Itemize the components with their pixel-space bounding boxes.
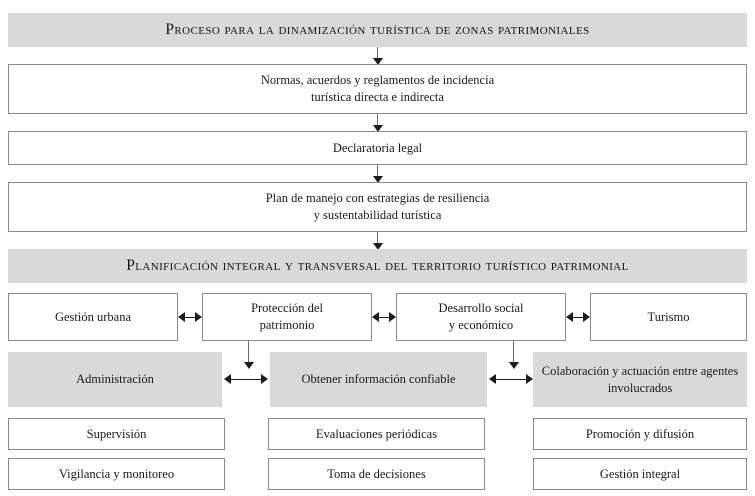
header-band-process: Proceso para la dinamización turística d… bbox=[8, 13, 747, 47]
connector-arrowhead-action-1-left bbox=[224, 374, 231, 384]
connector-line-3 bbox=[377, 165, 378, 178]
connector-arrowhead-drop-left bbox=[244, 362, 254, 369]
task-box-gestion-integral: Gestión integral bbox=[533, 458, 747, 490]
task-box-toma-decisiones: Toma de decisiones bbox=[268, 458, 485, 490]
task-box-vigilancia: Vigilancia y monitoreo bbox=[8, 458, 225, 490]
connector-arrowhead-action-2-right bbox=[526, 374, 533, 384]
connector-arrowhead-pillar-1-right bbox=[195, 312, 202, 322]
connector-line-drop-left bbox=[248, 341, 249, 364]
process-box-normas: Normas, acuerdos y reglamentos de incide… bbox=[8, 64, 747, 114]
task-box-supervision-label: Supervisión bbox=[86, 426, 147, 441]
connector-arrowhead-drop-right bbox=[509, 362, 519, 369]
task-box-evaluaciones-label: Evaluaciones periódicas bbox=[315, 426, 438, 441]
header-band-planificacion: Planificación integral y transversal del… bbox=[8, 249, 747, 283]
process-box-declaratoria: Declaratoria legal bbox=[8, 131, 747, 165]
pillar-box-turismo-label: Turismo bbox=[647, 309, 690, 324]
connector-arrowhead-action-2-left bbox=[489, 374, 496, 384]
connector-line-pillar-3 bbox=[570, 317, 586, 318]
connector-arrowhead-2 bbox=[373, 125, 383, 132]
task-box-evaluaciones: Evaluaciones periódicas bbox=[268, 418, 485, 450]
action-box-obtener-informacion-label: Obtener información confiable bbox=[301, 372, 456, 387]
connector-line-pillar-1 bbox=[182, 317, 198, 318]
connector-arrowhead-pillar-3-right bbox=[583, 312, 590, 322]
task-box-vigilancia-label: Vigilancia y monitoreo bbox=[58, 466, 175, 481]
process-box-normas-label: Normas, acuerdos y reglamentos de incide… bbox=[260, 73, 495, 104]
action-box-administracion: Administración bbox=[8, 352, 222, 407]
connector-line-action-2 bbox=[496, 379, 526, 380]
pillar-box-gestion-urbana: Gestión urbana bbox=[8, 293, 178, 341]
connector-arrowhead-pillar-3-left bbox=[566, 312, 573, 322]
connector-arrowhead-1 bbox=[373, 58, 383, 65]
process-box-declaratoria-label: Declaratoria legal bbox=[332, 140, 423, 155]
connector-line-pillar-2 bbox=[376, 317, 392, 318]
task-box-promocion-label: Promoción y difusión bbox=[585, 426, 695, 441]
task-box-gestion-integral-label: Gestión integral bbox=[599, 466, 681, 481]
connector-line-drop-right bbox=[513, 341, 514, 364]
connector-arrowhead-pillar-2-left bbox=[372, 312, 379, 322]
task-box-promocion: Promoción y difusión bbox=[533, 418, 747, 450]
connector-arrowhead-pillar-1-left bbox=[178, 312, 185, 322]
connector-arrowhead-action-1-right bbox=[261, 374, 268, 384]
pillar-box-gestion-urbana-label: Gestión urbana bbox=[54, 309, 132, 324]
connector-line-1 bbox=[377, 47, 378, 60]
connector-arrowhead-4 bbox=[373, 243, 383, 250]
task-box-toma-decisiones-label: Toma de decisiones bbox=[327, 466, 426, 481]
connector-arrowhead-pillar-2-right bbox=[389, 312, 396, 322]
pillar-box-proteccion-patrimonio-label: Protección del patrimonio bbox=[251, 301, 323, 332]
connector-line-4 bbox=[377, 232, 378, 245]
pillar-box-proteccion-patrimonio: Protección del patrimonio bbox=[202, 293, 372, 341]
connector-arrowhead-3 bbox=[373, 176, 383, 183]
connector-line-2 bbox=[377, 114, 378, 127]
process-box-plan-manejo-label: Plan de manejo con estrategias de resili… bbox=[265, 191, 490, 222]
action-box-colaboracion-label: Colaboración y actuación entre agentes i… bbox=[541, 363, 739, 395]
pillar-box-turismo: Turismo bbox=[590, 293, 747, 341]
process-box-plan-manejo: Plan de manejo con estrategias de resili… bbox=[8, 182, 747, 232]
pillar-box-desarrollo-social: Desarrollo social y económico bbox=[396, 293, 566, 341]
header-band-process-label: Proceso para la dinamización turística d… bbox=[165, 20, 590, 38]
action-box-colaboracion: Colaboración y actuación entre agentes i… bbox=[533, 352, 747, 407]
task-box-supervision: Supervisión bbox=[8, 418, 225, 450]
header-band-planificacion-label: Planificación integral y transversal del… bbox=[126, 256, 629, 274]
action-box-administracion-label: Administración bbox=[76, 372, 154, 387]
connector-line-action-1 bbox=[231, 379, 261, 380]
pillar-box-desarrollo-social-label: Desarrollo social y económico bbox=[438, 301, 524, 332]
action-box-obtener-informacion: Obtener información confiable bbox=[270, 352, 487, 407]
